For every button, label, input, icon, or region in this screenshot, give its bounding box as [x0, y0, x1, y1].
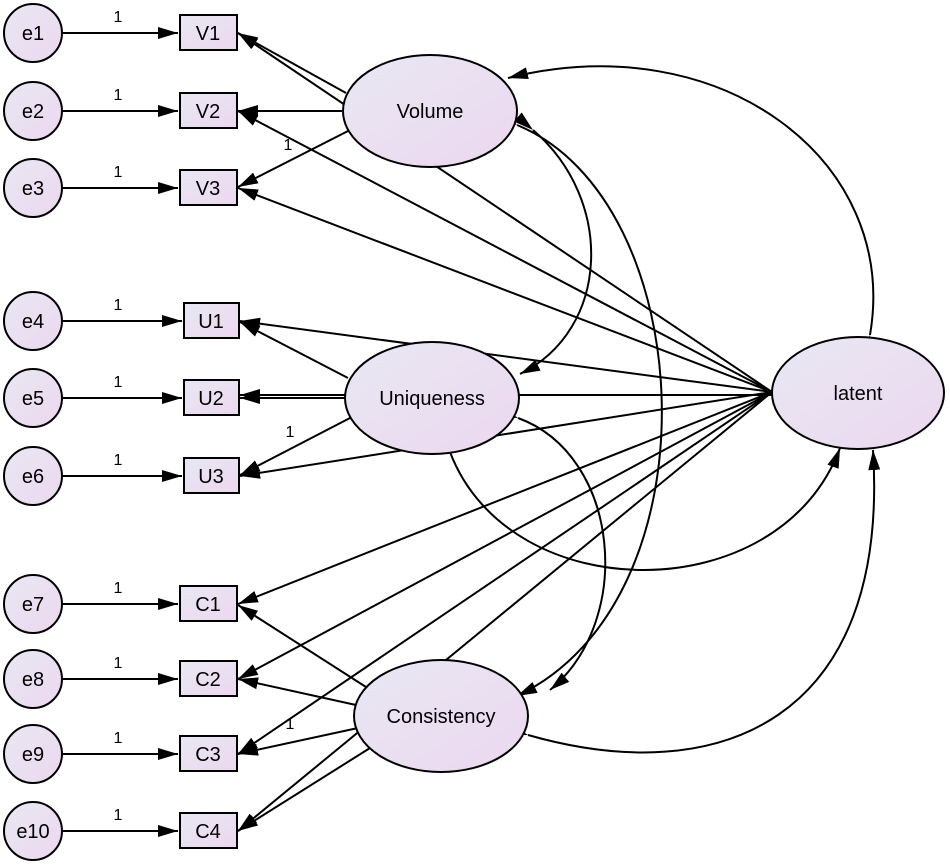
observed-box-u1: U1 [183, 302, 240, 339]
factor-label: Consistency [387, 706, 496, 728]
observed-label: C2 [195, 669, 221, 691]
observed-box-c3: C3 [179, 735, 238, 772]
observed-box-v2: V2 [179, 92, 238, 129]
factor-consistency: Consistency [353, 659, 529, 773]
observed-label: C1 [195, 594, 221, 616]
factor-uniqueness: Uniqueness [344, 341, 520, 455]
error-links [62, 27, 182, 837]
weight-label: 1 [114, 374, 123, 391]
error-node-e1: e1 [3, 3, 63, 63]
observed-box-v1: V1 [179, 14, 238, 51]
link-uniqueness-u3 [239, 417, 351, 476]
error-node-e5: e5 [3, 368, 63, 428]
observed-label: V1 [196, 23, 220, 45]
observed-box-c4: C4 [179, 812, 238, 849]
weight-label: 1 [114, 87, 123, 104]
weight-label: 1 [114, 655, 123, 672]
cov-volume-consistency [496, 111, 663, 697]
observed-label: C3 [195, 744, 221, 766]
error-label: e9 [22, 744, 44, 766]
uniqueness-loadings [239, 321, 351, 476]
factor-nodes: Volume Uniqueness Consistency latent [342, 54, 945, 773]
observed-box-u2: U2 [183, 379, 240, 416]
error-label: e1 [22, 23, 44, 45]
consistency-loadings [237, 604, 371, 832]
error-label: e6 [22, 466, 44, 488]
cov-uniqueness-latent [437, 431, 841, 571]
link-consistency-c4 [237, 747, 371, 832]
observed-label: V2 [196, 101, 220, 123]
observed-box-c2: C2 [179, 660, 238, 697]
cov-volume-uniqueness [513, 112, 593, 375]
weight-labels: 1 1 1 1 1 1 1 1 1 1 1 1 1 [114, 9, 295, 824]
observed-box-u3: U3 [183, 457, 240, 494]
observed-box-c1: C1 [179, 585, 238, 622]
weight-label: 1 [114, 9, 123, 26]
link-consistency-c1 [237, 604, 367, 688]
cov-volume-latent [507, 65, 875, 356]
weight-label: 1 [114, 807, 123, 824]
error-node-e7: e7 [3, 574, 63, 634]
error-label: e5 [22, 388, 44, 410]
error-node-e3: e3 [3, 158, 63, 218]
volume-loadings [237, 32, 351, 188]
observed-label: V3 [196, 178, 220, 200]
error-node-e2: e2 [3, 81, 63, 141]
weight-label: 1 [114, 297, 123, 314]
factor-volume: Volume [342, 54, 518, 168]
factor-label: Uniqueness [379, 388, 485, 410]
covariances [437, 65, 881, 754]
error-label: e4 [22, 311, 44, 333]
link-latent-c4 [237, 391, 773, 832]
link-consistency-c2 [237, 677, 357, 706]
cov-consistency-latent [507, 449, 881, 754]
error-node-e9: e9 [3, 724, 63, 784]
weight-label: 1 [114, 580, 123, 597]
weight-label: 1 [114, 730, 123, 747]
loading-weight-label: 1 [284, 137, 293, 154]
observed-label: U1 [198, 311, 224, 333]
error-label: e8 [22, 669, 44, 691]
weight-label: 1 [114, 164, 123, 181]
cov-uniqueness-consistency [497, 405, 607, 691]
link-consistency-c3 [237, 727, 359, 756]
error-label: e10 [16, 821, 49, 843]
error-nodes: e1 e2 e3 e4 e5 e6 e7 e8 e9 e10 [3, 3, 63, 861]
error-node-e6: e6 [3, 446, 63, 506]
error-node-e8: e8 [3, 649, 63, 709]
factor-label: Volume [397, 101, 464, 123]
observed-nodes: V1 V2 V3 U1 U2 U3 C1 C2 C3 C4 [179, 14, 240, 849]
observed-label: U3 [198, 466, 224, 488]
error-label: e2 [22, 101, 44, 123]
factor-latent: latent [771, 336, 945, 450]
factor-label: latent [834, 383, 883, 405]
loading-weight-label: 1 [286, 716, 295, 733]
loading-weight-label: 1 [286, 424, 295, 441]
error-label: e7 [22, 594, 44, 616]
link-uniqueness-u1 [239, 321, 349, 379]
error-node-e4: e4 [3, 291, 63, 351]
observed-label: C4 [195, 821, 221, 843]
error-node-e10: e10 [3, 801, 63, 861]
weight-label: 1 [114, 452, 123, 469]
observed-label: U2 [198, 388, 224, 410]
link-volume-v3 [237, 129, 351, 188]
link-latent-v2 [237, 110, 773, 393]
link-volume-v1 [237, 32, 347, 94]
error-label: e3 [22, 178, 44, 200]
observed-box-v3: V3 [179, 169, 238, 206]
